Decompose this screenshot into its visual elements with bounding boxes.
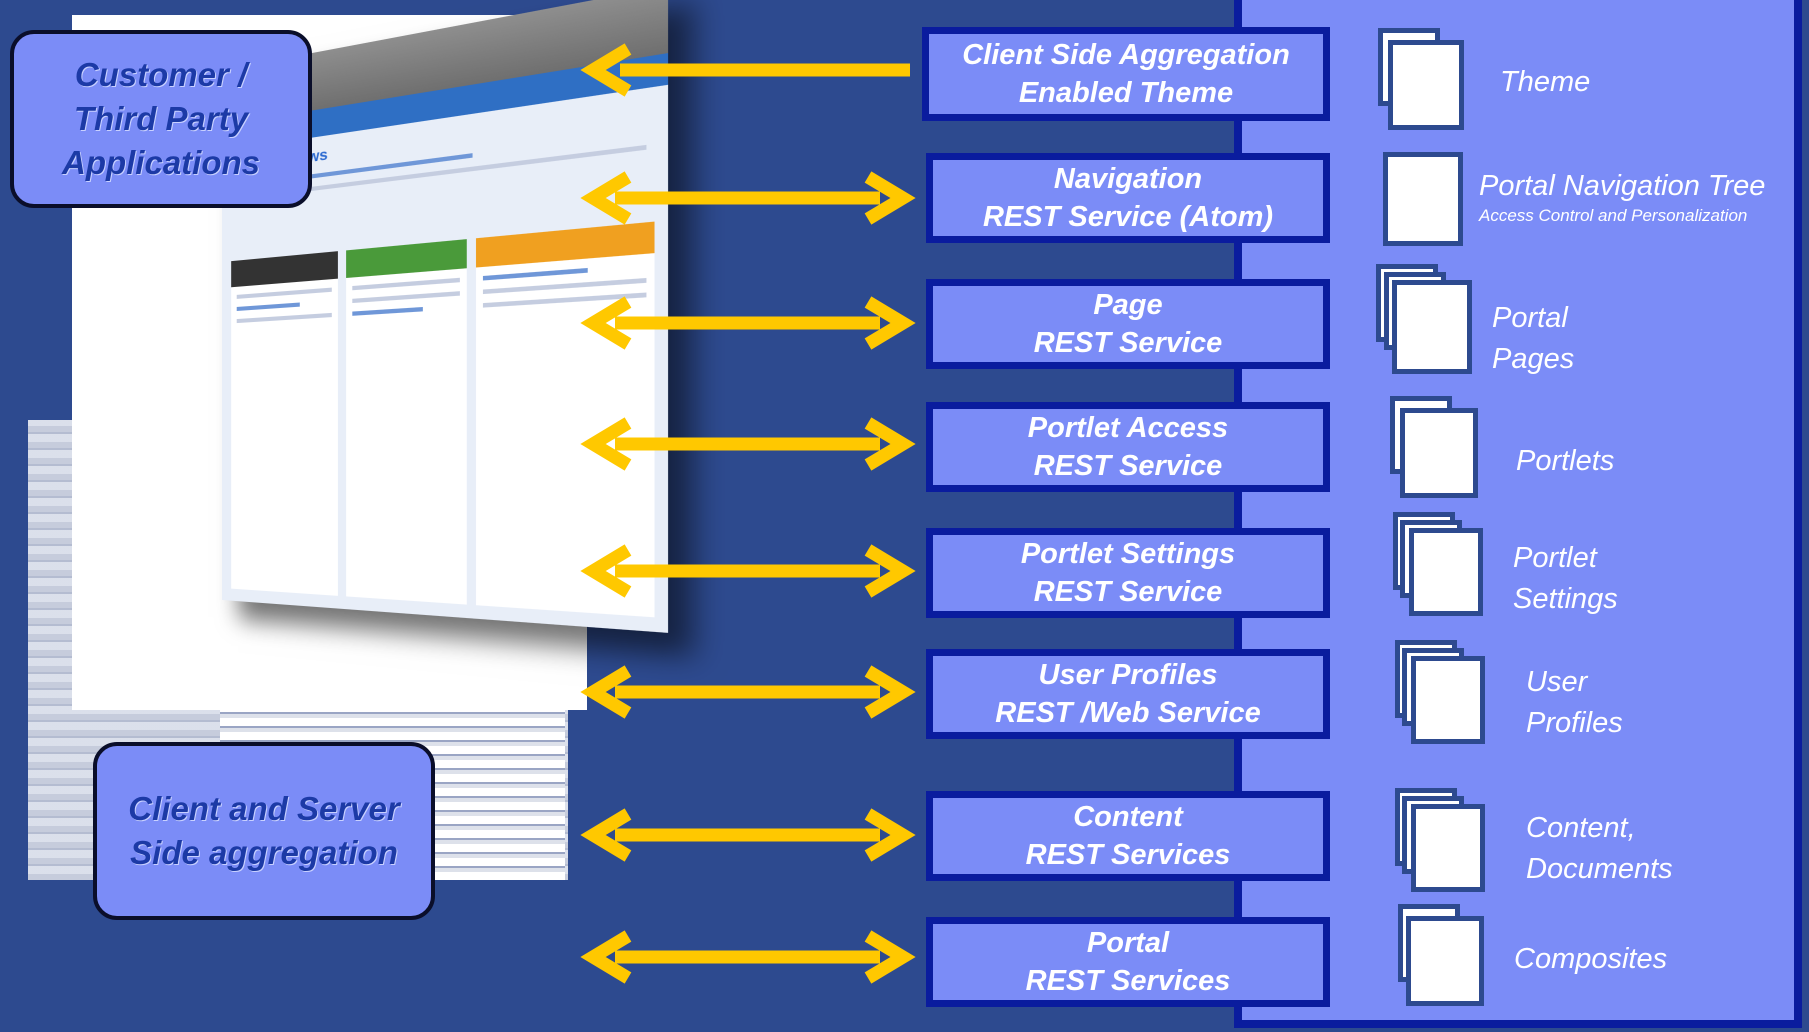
service-line-2: Enabled Theme	[1018, 77, 1234, 109]
service-line-2: REST Service	[1033, 450, 1223, 482]
aggregation-callout-line-2: Side aggregation	[130, 834, 398, 871]
service-line-1: Portal	[1086, 927, 1170, 959]
service-line-1: Portlet Access	[1027, 412, 1229, 444]
service-portlet-access: Portlet Access REST Service	[926, 402, 1330, 492]
arrow-page	[580, 296, 916, 350]
label-pages-1: Portal	[1492, 302, 1568, 334]
navigation-document-icon	[1383, 152, 1463, 246]
service-navigation: Navigation REST Service (Atom)	[926, 153, 1330, 243]
pages-document-icon	[1376, 264, 1480, 376]
service-portlet-settings: Portlet Settings REST Service	[926, 528, 1330, 618]
arrow-user-profiles	[580, 665, 916, 719]
label-settings-2: Settings	[1513, 583, 1618, 615]
label-profiles-1: User	[1526, 666, 1588, 698]
service-line-1: Content	[1073, 801, 1183, 833]
portlets-document-icon	[1390, 396, 1486, 500]
service-line-1: Portlet Settings	[1020, 538, 1236, 570]
label-navigation-tree: Portal Navigation Tree	[1479, 170, 1766, 202]
settings-document-icon	[1393, 512, 1493, 616]
label-pages-2: Pages	[1492, 343, 1575, 375]
label-composites: Composites	[1514, 943, 1668, 975]
service-line-2: REST /Web Service	[995, 697, 1261, 729]
service-line-2: REST Service	[1033, 576, 1223, 608]
label-settings-1: Portlet	[1513, 542, 1597, 574]
service-line-2: REST Services	[1025, 965, 1231, 997]
arrow-theme	[580, 43, 910, 97]
profiles-document-icon	[1395, 640, 1495, 744]
service-line-1: Navigation	[1053, 163, 1203, 195]
label-content-1: Content,	[1526, 812, 1636, 844]
arrow-content	[580, 808, 916, 862]
customer-callout-line-2: Third Party	[73, 100, 249, 137]
label-theme: Theme	[1500, 66, 1591, 98]
arrow-portlet-access	[580, 417, 916, 471]
theme-document-icon	[1378, 28, 1470, 132]
service-line-1: Client Side Aggregation	[962, 39, 1290, 71]
service-line-1: User Profiles	[1038, 659, 1218, 691]
arrow-portlet-settings	[580, 544, 916, 598]
service-line-2: REST Services	[1025, 839, 1231, 871]
service-line-1: Page	[1093, 289, 1163, 321]
service-line-2: REST Service (Atom)	[982, 201, 1274, 233]
service-portal: Portal REST Services	[926, 917, 1330, 1007]
service-line-2: REST Service	[1033, 327, 1223, 359]
label-navigation-tree-sub: Access Control and Personalization	[1479, 206, 1748, 225]
composites-document-icon	[1398, 904, 1494, 1008]
service-content: Content REST Services	[926, 791, 1330, 881]
label-content-2: Documents	[1526, 853, 1673, 885]
service-page: Page REST Service	[926, 279, 1330, 369]
customer-callout-line-1: Customer /	[74, 56, 248, 93]
arrow-navigation	[580, 171, 916, 225]
label-portlets: Portlets	[1516, 445, 1615, 477]
content-document-icon	[1395, 788, 1495, 892]
aggregation-callout-line-1: Client and Server	[128, 790, 400, 827]
customer-applications-callout: Customer / Third Party Applications	[10, 30, 312, 208]
service-theme: Client Side Aggregation Enabled Theme	[922, 27, 1330, 121]
arrow-portal	[580, 930, 916, 984]
aggregation-callout: Client and Server Side aggregation	[93, 742, 435, 920]
label-profiles-2: Profiles	[1526, 707, 1623, 739]
customer-callout-line-3: Applications	[61, 144, 261, 181]
service-user-profiles: User Profiles REST /Web Service	[926, 649, 1330, 739]
